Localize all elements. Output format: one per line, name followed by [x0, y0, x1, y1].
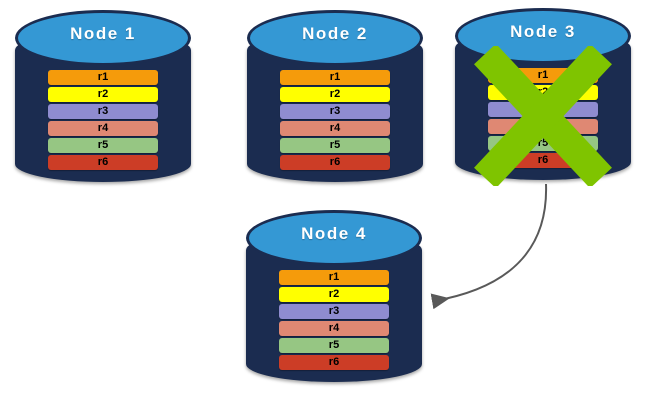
row-bar: r1 — [488, 68, 598, 83]
row-bar: r6 — [280, 155, 390, 170]
cylinder-top-ellipse — [15, 10, 191, 66]
node-1[interactable]: Node 1 r1 r2 r3 r4 r5 r6 — [15, 10, 191, 186]
row-stack: r1 r2 r3 r4 r5 r6 — [279, 270, 389, 372]
row-stack: r1 r2 r3 r4 r5 r6 — [488, 68, 598, 170]
row-bar: r3 — [280, 104, 390, 119]
row-bar: r2 — [48, 87, 158, 102]
row-bar: r5 — [279, 338, 389, 353]
row-bar: r5 — [488, 136, 598, 151]
node-3[interactable]: Node 3 r1 r2 r3 r4 r5 r6 — [455, 8, 631, 186]
row-bar: r3 — [279, 304, 389, 319]
cylinder-top-ellipse — [246, 210, 422, 266]
row-bar: r6 — [48, 155, 158, 170]
row-bar: r2 — [279, 287, 389, 302]
row-bar: r5 — [48, 138, 158, 153]
row-bar: r1 — [48, 70, 158, 85]
row-bar: r1 — [279, 270, 389, 285]
row-bar: r4 — [488, 119, 598, 134]
arrow-path — [430, 183, 548, 310]
row-bar: r2 — [280, 87, 390, 102]
row-bar: r1 — [280, 70, 390, 85]
row-stack: r1 r2 r3 r4 r5 r6 — [280, 70, 390, 172]
row-stack: r1 r2 r3 r4 r5 r6 — [48, 70, 158, 172]
node-title: Node 2 — [302, 24, 368, 43]
cylinder-top-ellipse — [247, 10, 423, 66]
node-4[interactable]: Node 4 r1 r2 r3 r4 r5 r6 — [246, 210, 422, 386]
node-title: Node 3 — [510, 22, 576, 41]
row-bar: r4 — [279, 321, 389, 336]
node-title: Node 4 — [301, 224, 367, 243]
row-bar: r6 — [488, 153, 598, 168]
node-title: Node 1 — [70, 24, 136, 43]
row-bar: r2 — [488, 85, 598, 100]
node-2[interactable]: Node 2 r1 r2 r3 r4 r5 r6 — [247, 10, 423, 186]
row-bar: r3 — [488, 102, 598, 117]
row-bar: r4 — [280, 121, 390, 136]
row-bar: r6 — [279, 355, 389, 370]
row-bar: r4 — [48, 121, 158, 136]
row-bar: r5 — [280, 138, 390, 153]
row-bar: r3 — [48, 104, 158, 119]
